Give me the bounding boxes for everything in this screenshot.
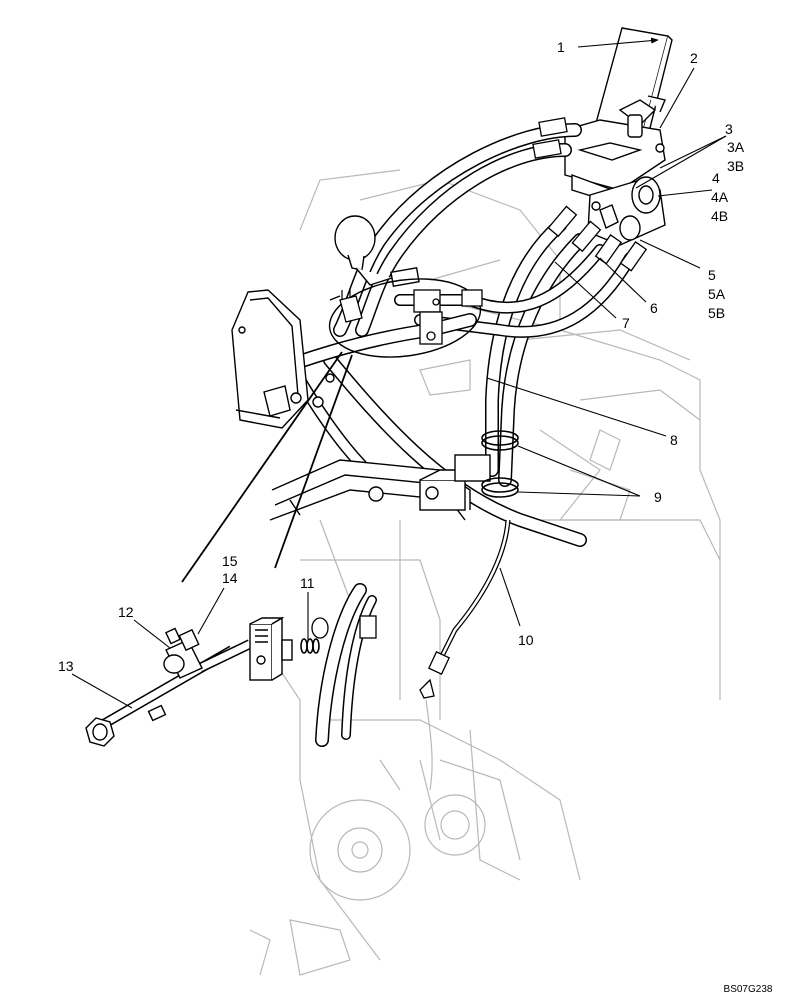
leader-6 bbox=[599, 257, 647, 303]
callout-9: 9 bbox=[654, 489, 662, 505]
ghost-machine-frame bbox=[249, 169, 721, 976]
callout-10: 10 bbox=[518, 632, 534, 648]
leader-lines bbox=[71, 37, 727, 709]
callout-1: 1 bbox=[557, 39, 565, 55]
callout-3: 3 bbox=[725, 121, 733, 137]
callout-4: 4 bbox=[712, 170, 720, 186]
leader-7 bbox=[554, 261, 617, 319]
callout-4b: 4B bbox=[711, 208, 728, 224]
leader-10 bbox=[499, 567, 521, 627]
callout-13: 13 bbox=[58, 658, 74, 674]
callout-11: 11 bbox=[300, 575, 315, 591]
leader-8 bbox=[486, 377, 667, 437]
leader-2 bbox=[659, 67, 695, 129]
pedal-valve-assembly bbox=[564, 95, 666, 246]
leader-1 bbox=[577, 37, 659, 48]
reservoir-bulb bbox=[334, 215, 420, 287]
callout-15: 15 bbox=[222, 553, 238, 569]
detail-pointer-lines bbox=[181, 351, 353, 583]
callout-12: 12 bbox=[118, 604, 134, 620]
pedal-hose-fittings bbox=[532, 117, 568, 159]
hose-long-down bbox=[485, 218, 587, 487]
lower-frame-rails bbox=[269, 454, 491, 521]
leader-4 bbox=[657, 189, 713, 197]
leader-12 bbox=[133, 619, 171, 649]
leader-9b bbox=[517, 491, 641, 497]
leader-3 bbox=[659, 135, 727, 169]
leader-3b bbox=[635, 135, 727, 189]
callout-5: 5 bbox=[708, 267, 716, 283]
valve-hose-fittings bbox=[547, 205, 648, 272]
callout-3b: 3B bbox=[727, 158, 744, 174]
callout-labels: 1 2 3 3A 3B 4 4A 4B 5 5A 5B 6 7 8 9 10 1… bbox=[58, 39, 745, 674]
callout-2: 2 bbox=[690, 50, 698, 66]
exploded-tube-assembly bbox=[85, 616, 293, 747]
callout-6: 6 bbox=[650, 300, 658, 316]
figure-id: BS07G238 bbox=[724, 984, 773, 995]
control-cable bbox=[419, 519, 511, 791]
leader-5 bbox=[639, 239, 701, 269]
hose-clamps bbox=[481, 430, 519, 498]
leader-13 bbox=[71, 673, 133, 709]
callout-4a: 4A bbox=[711, 189, 729, 205]
callout-7: 7 bbox=[622, 315, 630, 331]
hose-segment-detail bbox=[311, 583, 377, 747]
callout-3a: 3A bbox=[727, 139, 745, 155]
leader-9a bbox=[517, 445, 641, 497]
seal-rings bbox=[300, 638, 320, 654]
callout-8: 8 bbox=[670, 432, 678, 448]
callout-5b: 5B bbox=[708, 305, 725, 321]
leader-14 bbox=[197, 587, 225, 635]
callout-5a: 5A bbox=[708, 286, 726, 302]
callout-14: 14 bbox=[222, 570, 238, 586]
left-mounting-bracket bbox=[231, 289, 335, 429]
detail-circle-region bbox=[328, 278, 483, 358]
